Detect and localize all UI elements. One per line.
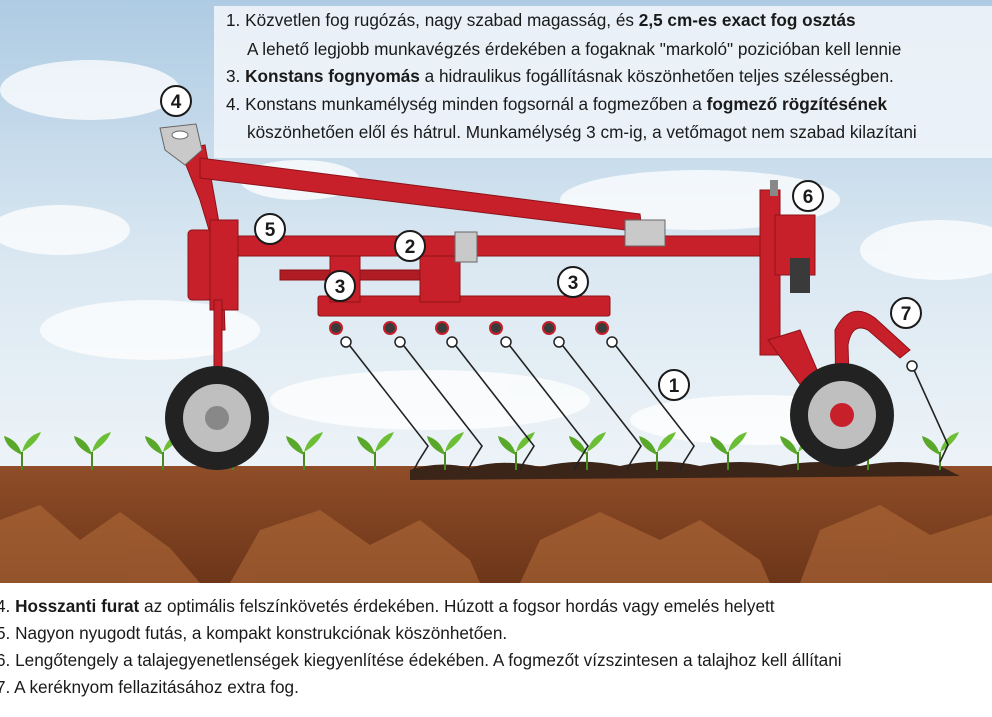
tine — [595, 321, 695, 471]
callout-2: 2 — [394, 230, 426, 262]
note-text: 3. — [226, 66, 246, 86]
note-emphasis: Konstans fognyomás — [245, 66, 420, 86]
tine — [542, 321, 642, 471]
callout-3b: 3 — [557, 266, 589, 298]
top-note-line-2: A lehető legjobb munkavégzés érdekében a… — [247, 39, 901, 59]
callout-6: 6 — [792, 180, 824, 212]
svg-text:3: 3 — [335, 277, 346, 298]
note-emphasis: fogmező rögzítésének — [706, 94, 888, 114]
note-text: 7. A keréknyom fellazitásához extra fog. — [0, 677, 299, 697]
bottom-note-line-2: 5. Nagyon nyugodt futás, a kompakt konst… — [0, 622, 507, 644]
worked-soil-crumbs — [410, 461, 960, 480]
note-text: köszönhetően elől és hátrul. Munkamélysé… — [247, 122, 917, 142]
tine — [435, 321, 535, 471]
top-note-line-3: 3. Konstans fognyomás a hidraulikus fogá… — [226, 66, 894, 86]
svg-text:3: 3 — [568, 273, 579, 294]
svg-text:5: 5 — [265, 220, 276, 241]
bottom-note-line-4: 7. A keréknyom fellazitásához extra fog. — [0, 676, 299, 698]
bottom-note-line-3: 6. Lengőtengely a talajegyenetlenségek k… — [0, 649, 842, 671]
svg-text:6: 6 — [803, 187, 814, 208]
seedling — [357, 432, 394, 470]
note-text: 5. Nagyon nyugodt futás, a kompakt konst… — [0, 623, 508, 643]
track-loosener-tine — [906, 360, 949, 463]
note-text: 1. Közvetlen fog rugózás, nagy szabad ma… — [226, 10, 639, 30]
tine — [489, 321, 589, 471]
seedling — [74, 432, 111, 470]
seedling — [639, 432, 676, 470]
feature-notes-bottom: 4. Hosszanti furat az optimális felszínk… — [0, 590, 992, 717]
rear-wheel — [790, 363, 894, 467]
svg-text:1: 1 — [669, 376, 680, 397]
note-text: A lehető legjobb munkavégzés érdekében a… — [247, 39, 902, 59]
spring-tines — [329, 321, 949, 471]
feature-notes-top: 1. Közvetlen fog rugózás, nagy szabad ma… — [214, 6, 992, 158]
callout-4: 4 — [160, 85, 192, 117]
svg-text:4: 4 — [171, 92, 182, 113]
note-text: a hidraulikus fogállításnak köszönhetően… — [419, 66, 894, 86]
note-emphasis: 2,5 cm-es exact fog osztás — [638, 10, 856, 30]
callout-1: 1 — [658, 369, 690, 401]
note-emphasis: Hosszanti furat — [15, 596, 140, 616]
svg-text:7: 7 — [901, 304, 912, 325]
top-note-line-1: 1. Közvetlen fog rugózás, nagy szabad ma… — [226, 10, 856, 30]
soil-pattern — [0, 505, 992, 583]
note-text: 4. — [0, 596, 11, 616]
hitch-plate — [159, 123, 203, 166]
bottom-note-line-1: 4. Hosszanti furat az optimális felszínk… — [0, 595, 775, 617]
callout-5: 5 — [254, 213, 286, 245]
seedling — [427, 432, 464, 470]
note-text: az optimális felszínkövetés érdekében. H… — [139, 596, 775, 616]
tine — [383, 321, 483, 471]
tine — [329, 321, 429, 471]
top-note-line-5: köszönhetően elől és hátrul. Munkamélysé… — [247, 122, 917, 142]
callout-3a: 3 — [324, 270, 356, 302]
front-wheel — [165, 366, 269, 470]
seedling — [4, 432, 41, 470]
note-text: 6. Lengőtengely a talajegyenetlenségek k… — [0, 650, 842, 670]
note-text: 4. Konstans munkamélység minden fogsorná… — [226, 94, 707, 114]
svg-text:2: 2 — [405, 237, 416, 258]
callout-7: 7 — [890, 297, 922, 329]
seedling — [710, 432, 747, 470]
seedling — [286, 432, 323, 470]
seedling — [569, 432, 606, 470]
top-note-line-4: 4. Konstans munkamélység minden fogsorná… — [226, 94, 887, 114]
seedling — [498, 432, 535, 470]
